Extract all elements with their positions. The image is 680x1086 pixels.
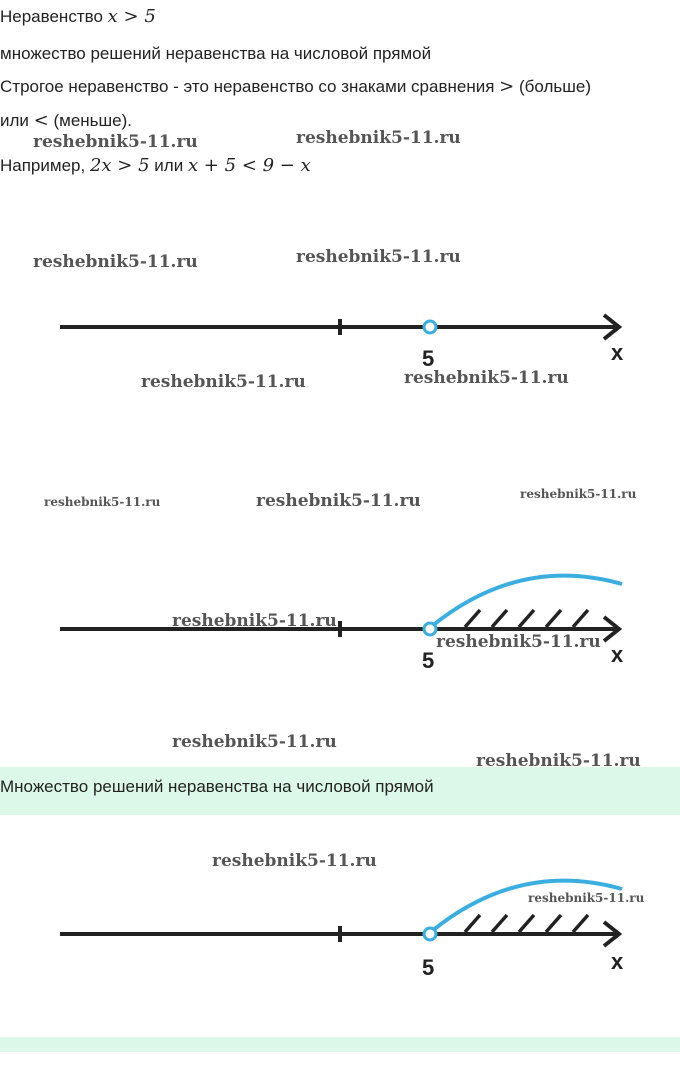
text: (больше) [518, 77, 591, 96]
watermark: reshebnik5-11.ru [404, 368, 569, 388]
definition-cont: или < (меньше). [0, 110, 132, 131]
watermark: reshebnik5-11.ru [212, 851, 377, 871]
math: x + 5 < 9 − x [187, 155, 311, 176]
math: > [499, 76, 515, 97]
watermark: reshebnik5-11.ru [33, 252, 198, 272]
text: Неравенство [0, 7, 103, 26]
point-label: 5 [422, 346, 434, 370]
number-line-3: 5 x [60, 878, 624, 980]
watermark: reshebnik5-11.ru [296, 247, 461, 267]
watermark: reshebnik5-11.ru [172, 732, 337, 752]
text: или [154, 156, 184, 175]
watermark: reshebnik5-11.ru [296, 128, 461, 148]
watermark: reshebnik5-11.ru [256, 491, 421, 511]
math: 2x > 5 [89, 155, 150, 176]
subtitle: множество решений неравенства на числово… [0, 44, 432, 63]
text: Строгое неравенство - это неравенство со… [0, 77, 495, 96]
watermark: reshebnik5-11.ru [33, 132, 198, 152]
watermark: reshebnik5-11.ru [520, 487, 637, 501]
watermark: reshebnik5-11.ru [172, 611, 337, 631]
text: (меньше). [53, 111, 133, 130]
definition: Строгое неравенство - это неравенство со… [0, 76, 591, 97]
number-line-2: 5 x [60, 573, 624, 673]
heading-inequality: Неравенство x > 5 [0, 6, 156, 27]
watermark: reshebnik5-11.ru [141, 372, 306, 392]
watermark: reshebnik5-11.ru [476, 751, 641, 771]
watermark: reshebnik5-11.ru [436, 632, 601, 652]
axis-label: x [611, 949, 624, 974]
text: Например, [0, 156, 86, 175]
text: или [0, 111, 29, 130]
axis-label: x [611, 642, 624, 667]
watermark: reshebnik5-11.ru [44, 495, 161, 509]
point-label: 5 [422, 955, 434, 980]
math: < [33, 110, 49, 131]
point-label: 5 [422, 648, 434, 673]
watermark: reshebnik5-11.ru [528, 891, 645, 905]
example: Например, 2x > 5 или x + 5 < 9 − x [0, 155, 311, 176]
number-line-1: 5 x [60, 313, 624, 370]
caption: Множество решений неравенства на числово… [0, 777, 434, 796]
caption-band [0, 767, 680, 815]
math: x > 5 [107, 6, 156, 27]
band-bottom [0, 1037, 680, 1052]
axis-label: x [611, 340, 624, 365]
